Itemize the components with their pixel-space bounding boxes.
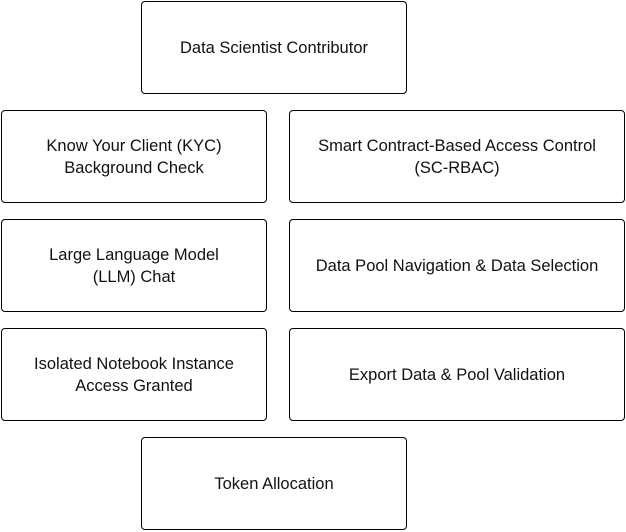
export-data-pool-validation-box: Export Data & Pool Validation (289, 328, 625, 421)
data-pool-navigation-label: Data Pool Navigation & Data Selection (315, 256, 599, 275)
token-allocation-label: Token Allocation (214, 474, 334, 493)
data-scientist-contributor-box: Data Scientist Contributor (141, 1, 407, 94)
kyc-background-check-box: Know Your Client (KYC) Background Check (1, 110, 267, 203)
export-data-pool-validation-label: Export Data & Pool Validation (348, 365, 566, 384)
sc-rbac-label: Smart Contract-Based Access Control (SC-… (318, 136, 596, 177)
kyc-background-check-label: Know Your Client (KYC) Background Check (46, 136, 222, 177)
isolated-notebook-box: Isolated Notebook Instance Access Grante… (1, 328, 267, 421)
llm-chat-label: Large Language Model (LLM) Chat (49, 245, 219, 286)
sc-rbac-box: Smart Contract-Based Access Control (SC-… (289, 110, 625, 203)
token-allocation-box: Token Allocation (141, 437, 407, 530)
data-scientist-contributor-label: Data Scientist Contributor (179, 38, 368, 57)
llm-chat-box: Large Language Model (LLM) Chat (1, 219, 267, 312)
isolated-notebook-label: Isolated Notebook Instance Access Grante… (34, 354, 234, 395)
data-pool-navigation-box: Data Pool Navigation & Data Selection (289, 219, 625, 312)
